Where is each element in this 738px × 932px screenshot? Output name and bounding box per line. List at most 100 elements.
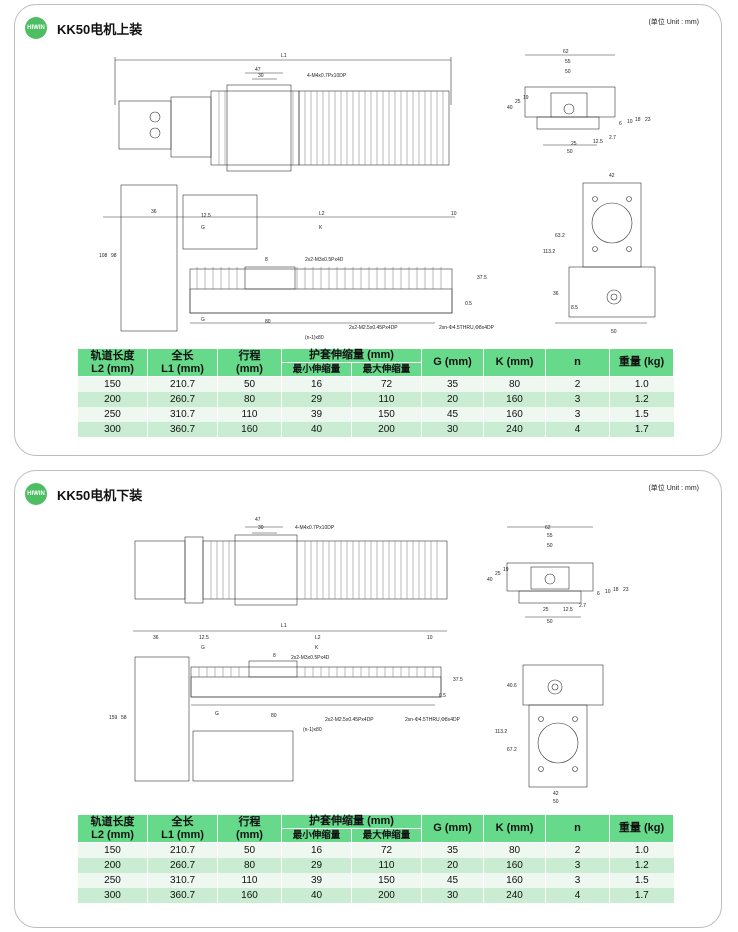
header-g: G (mm)	[421, 814, 485, 843]
hiwin-logo-badge: HIWIN	[25, 17, 47, 39]
dim-25-bottom: 25	[543, 607, 549, 613]
dim-55: 55	[565, 59, 571, 65]
dim-12-5: 12.5	[201, 213, 211, 219]
dim-159: 159	[109, 715, 118, 721]
dim-108: 108	[99, 253, 108, 259]
dim-g-bottom: G	[201, 317, 205, 323]
dim-m2-holes: 2x2-M2.5x0.45Px4DP	[349, 325, 398, 331]
dim-19-left: 19	[523, 95, 529, 101]
header-stroke: 行程(mm)	[217, 348, 282, 377]
dim-m2-holes: 2x2-M2.5x0.45Px4DP	[325, 717, 374, 723]
dim-n-80: (n-1)x80	[303, 727, 322, 733]
dim-m3-holes: 2x2-M3x0.5Px4D	[305, 257, 344, 263]
header-min: 最小伸缩量	[281, 828, 352, 843]
dim-50-end: 50	[611, 329, 617, 335]
dim-k: K	[315, 645, 319, 651]
end-view-top-right	[506, 526, 594, 618]
dim-50-end: 50	[553, 799, 559, 805]
dim-g-top: G	[201, 225, 205, 231]
dim-g-bottom: G	[215, 711, 219, 717]
dim-47: 47	[255, 67, 261, 73]
dim-36: 36	[153, 635, 159, 641]
technical-drawing-bottom-mount: 47 30 4-M4x0.7Px10DP 62 55 50 40 25 19 2…	[109, 517, 629, 805]
header-k: K (mm)	[483, 814, 547, 843]
dim-6: 6	[597, 591, 600, 597]
dim-2-7: 2.7	[579, 603, 586, 609]
dim-18: 18	[635, 117, 641, 123]
dim-10: 10	[627, 119, 633, 125]
bellows-top	[210, 541, 438, 599]
dim-67-2: 67.2	[507, 747, 517, 753]
panel-motor-top-mount: HIWIN KK50电机上装 (单位 Unit : mm)	[14, 4, 722, 456]
dim-0-5: 0.5	[439, 693, 446, 699]
header-k: K (mm)	[483, 348, 547, 377]
unit-note: (单位 Unit : mm)	[648, 485, 699, 492]
dim-36-end: 36	[553, 291, 559, 297]
dim-40: 40	[487, 577, 493, 583]
dim-12-5-end: 12.5	[563, 607, 573, 613]
dim-k: K	[319, 225, 323, 231]
dim-m4-holes: 4-M4x0.7Px10DP	[295, 525, 335, 531]
dim-63-2: 63.2	[555, 233, 565, 239]
end-view-bottom-right	[555, 182, 656, 324]
dim-50-bottom: 50	[567, 149, 573, 155]
bellows-top	[218, 91, 444, 165]
header-max: 最大伸缩量	[350, 828, 423, 843]
technical-drawing-top-mount: L1 47 30 4-M4x0.7Px10DP 62 55 50 40 25 1…	[99, 49, 656, 341]
dim-25-bottom: 25	[571, 141, 577, 147]
dim-55: 55	[547, 533, 553, 539]
header-bellows: 护套伸缩量 (mm)	[280, 814, 423, 829]
dim-80: 80	[271, 713, 277, 719]
dim-25-left: 25	[495, 571, 501, 577]
panel-title: KK50电机下装	[57, 488, 143, 503]
header-g: G (mm)	[421, 348, 485, 377]
bellows-side	[196, 267, 442, 289]
dim-98: 98	[111, 253, 117, 259]
header-weight: 重量 (kg)	[609, 814, 675, 843]
header-n: n	[545, 814, 611, 843]
dimension-labels-panel2: 47 30 4-M4x0.7Px10DP 62 55 50 40 25 19 2…	[109, 517, 629, 805]
dim-58: 58	[121, 715, 127, 721]
dim-8: 8	[273, 653, 276, 659]
dim-30: 30	[258, 525, 264, 531]
header-max: 最大伸缩量	[350, 362, 423, 377]
dim-8: 8	[265, 257, 268, 263]
panel-motor-bottom-mount: HIWIN KK50电机下装 (单位 Unit : mm)	[14, 470, 722, 928]
dim-113-2: 113.2	[495, 729, 507, 735]
dim-l2: L2	[315, 635, 321, 641]
dim-10: 10	[605, 589, 611, 595]
dim-37-5: 37.5	[477, 275, 487, 281]
panel-title: KK50电机上装	[57, 22, 143, 37]
dim-8-5: 8.5	[571, 305, 578, 311]
dim-23: 23	[645, 117, 651, 123]
dim-10-side: 10	[427, 635, 433, 641]
dim-50-bottom: 50	[547, 619, 553, 625]
dim-2-7: 2.7	[609, 135, 616, 141]
header-stroke: 行程(mm)	[217, 814, 282, 843]
dim-42: 42	[553, 791, 559, 797]
dim-6: 6	[619, 121, 622, 127]
side-view-drawing	[133, 630, 447, 782]
hiwin-logo-badge: HIWIN	[25, 483, 47, 505]
dim-36: 36	[151, 209, 157, 215]
dimension-labels-panel1: L1 47 30 4-M4x0.7Px10DP 62 55 50 40 25 1…	[99, 49, 651, 341]
dim-m4-holes: 4-M4x0.7Px10DP	[307, 73, 347, 79]
dim-25-left: 25	[515, 99, 521, 105]
dim-12-5: 12.5	[199, 635, 209, 641]
dim-g-top: G	[201, 645, 205, 651]
dim-42: 42	[609, 173, 615, 179]
top-view-drawing	[114, 57, 452, 172]
dim-50-top: 50	[547, 543, 553, 549]
dim-m3-holes: 2x2-M3x0.5Px4D	[291, 655, 330, 661]
dim-thru-holes: 2xn-Φ4.5THRU,Φ8x4DP	[405, 717, 461, 723]
header-bellows: 护套伸缩量 (mm)	[280, 348, 423, 363]
header-weight: 重量 (kg)	[609, 348, 675, 377]
dim-80: 80	[265, 319, 271, 325]
